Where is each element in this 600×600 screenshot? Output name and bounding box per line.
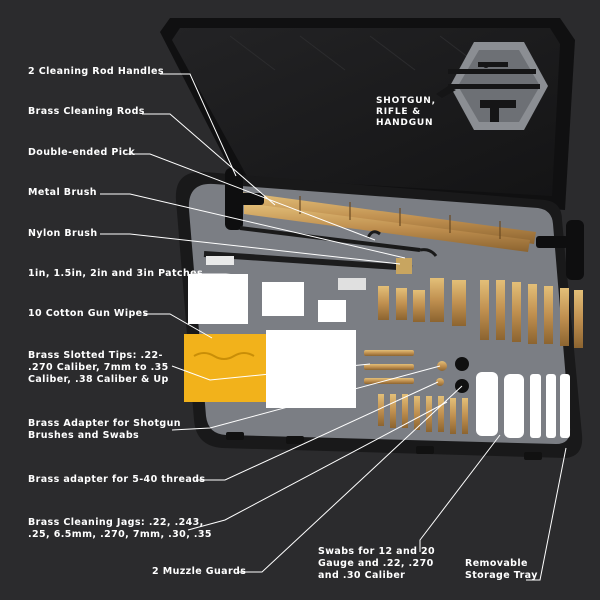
callout-metal-brush: Metal Brush — [28, 187, 97, 198]
callout-brass-rods: Brass Cleaning Rods — [28, 106, 145, 117]
callout-line: Gauge and .22, .270 — [318, 558, 434, 569]
callout-line: Brass Cleaning Jags: .22, .243, — [28, 517, 204, 528]
callout-leader-lines — [100, 73, 567, 581]
callout-line: Removable — [465, 558, 528, 569]
brass-slotted-tips — [364, 350, 414, 384]
brass-adapters — [436, 361, 447, 386]
callout-storage-tray: Removable Storage Tray — [465, 558, 538, 582]
callout-thread-adapter: Brass adapter for 5-40 threads — [28, 474, 206, 485]
callout-muzzle-guards: 2 Muzzle Guards — [152, 566, 247, 577]
bore-brushes — [378, 278, 583, 348]
badge-caption: SHOTGUN, RIFLE & HANDGUN — [376, 96, 436, 129]
double-ended-pick — [239, 226, 438, 257]
swabs — [476, 372, 570, 438]
badge-line: HANDGUN — [376, 118, 434, 128]
badge-line: RIFLE & — [376, 107, 421, 117]
shotgun-rifle-handgun-hexagon-icon — [436, 42, 548, 130]
callout-shotgun-adapter: Brass Adapter for Shotgun Brushes and Sw… — [28, 418, 181, 442]
callout-pick: Double-ended Pick — [28, 147, 136, 158]
callout-line: and .30 Caliber — [318, 570, 406, 581]
cotton-gun-wipes — [184, 330, 356, 408]
brass-cleaning-rods — [240, 192, 536, 252]
callout-line: .25, 6.5mm, .270, 7mm, .30, .35 — [28, 529, 212, 540]
callout-line: .270 Caliber, 7mm to .35 — [28, 362, 169, 373]
callout-line: Caliber, .38 Caliber & Up — [28, 374, 169, 385]
callout-patches: 1in, 1.5in, 2in and 3in Patches — [28, 268, 204, 279]
callout-nylon-brush: Nylon Brush — [28, 228, 98, 239]
callout-line: Swabs for 12 and 20 — [318, 546, 436, 557]
badge-line: SHOTGUN, — [376, 96, 436, 106]
callout-gun-wipes: 10 Cotton Gun Wipes — [28, 308, 149, 319]
nylon-brush — [203, 251, 413, 290]
callout-line: Storage Tray — [465, 570, 538, 581]
callout-line: Brushes and Swabs — [28, 430, 140, 441]
callout-line: Brass Slotted Tips: .22- — [28, 350, 163, 361]
callout-slotted-tips: Brass Slotted Tips: .22- .270 Caliber, 7… — [28, 350, 169, 386]
callout-swabs: Swabs for 12 and 20 Gauge and .22, .270 … — [318, 546, 435, 582]
cleaning-rod-handles — [225, 168, 584, 280]
cotton-patches — [188, 274, 346, 324]
callout-line: Brass Adapter for Shotgun — [28, 418, 181, 429]
callout-jags: Brass Cleaning Jags: .22, .243, .25, 6.5… — [28, 517, 212, 541]
callout-rod-handles: 2 Cleaning Rod Handles — [28, 66, 164, 77]
brass-cleaning-jags — [378, 394, 468, 434]
